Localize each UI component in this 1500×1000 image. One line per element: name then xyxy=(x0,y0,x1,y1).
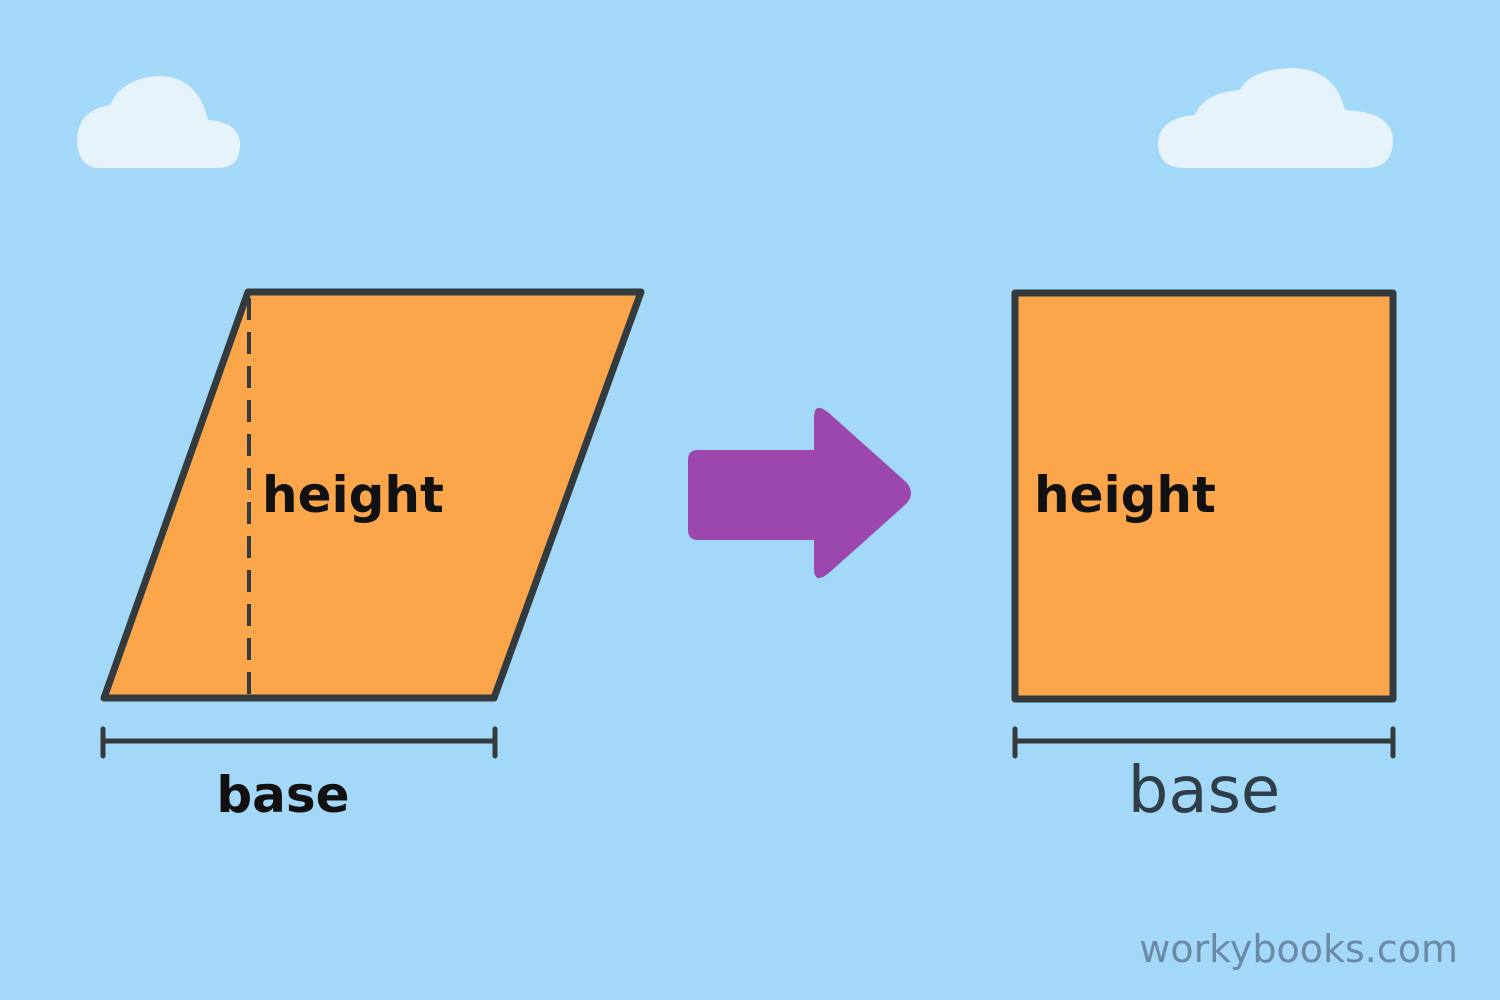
parallelogram-base-dimension: base xyxy=(100,726,498,824)
watermark-text: workybooks.com xyxy=(1139,927,1458,971)
right-arrow-icon xyxy=(688,407,911,579)
parallelogram-height-label: height xyxy=(262,466,444,524)
rectangle-shape: height xyxy=(1011,289,1397,703)
cloud-icon xyxy=(1158,68,1393,168)
cloud-icon xyxy=(77,76,240,168)
rectangle-base-label: base xyxy=(1128,754,1281,828)
parallelogram-shape: height xyxy=(100,288,645,704)
rectangle-base-dimension: base xyxy=(1012,726,1396,828)
parallelogram-base-label: base xyxy=(216,766,349,824)
rectangle-height-label: height xyxy=(1034,466,1216,524)
